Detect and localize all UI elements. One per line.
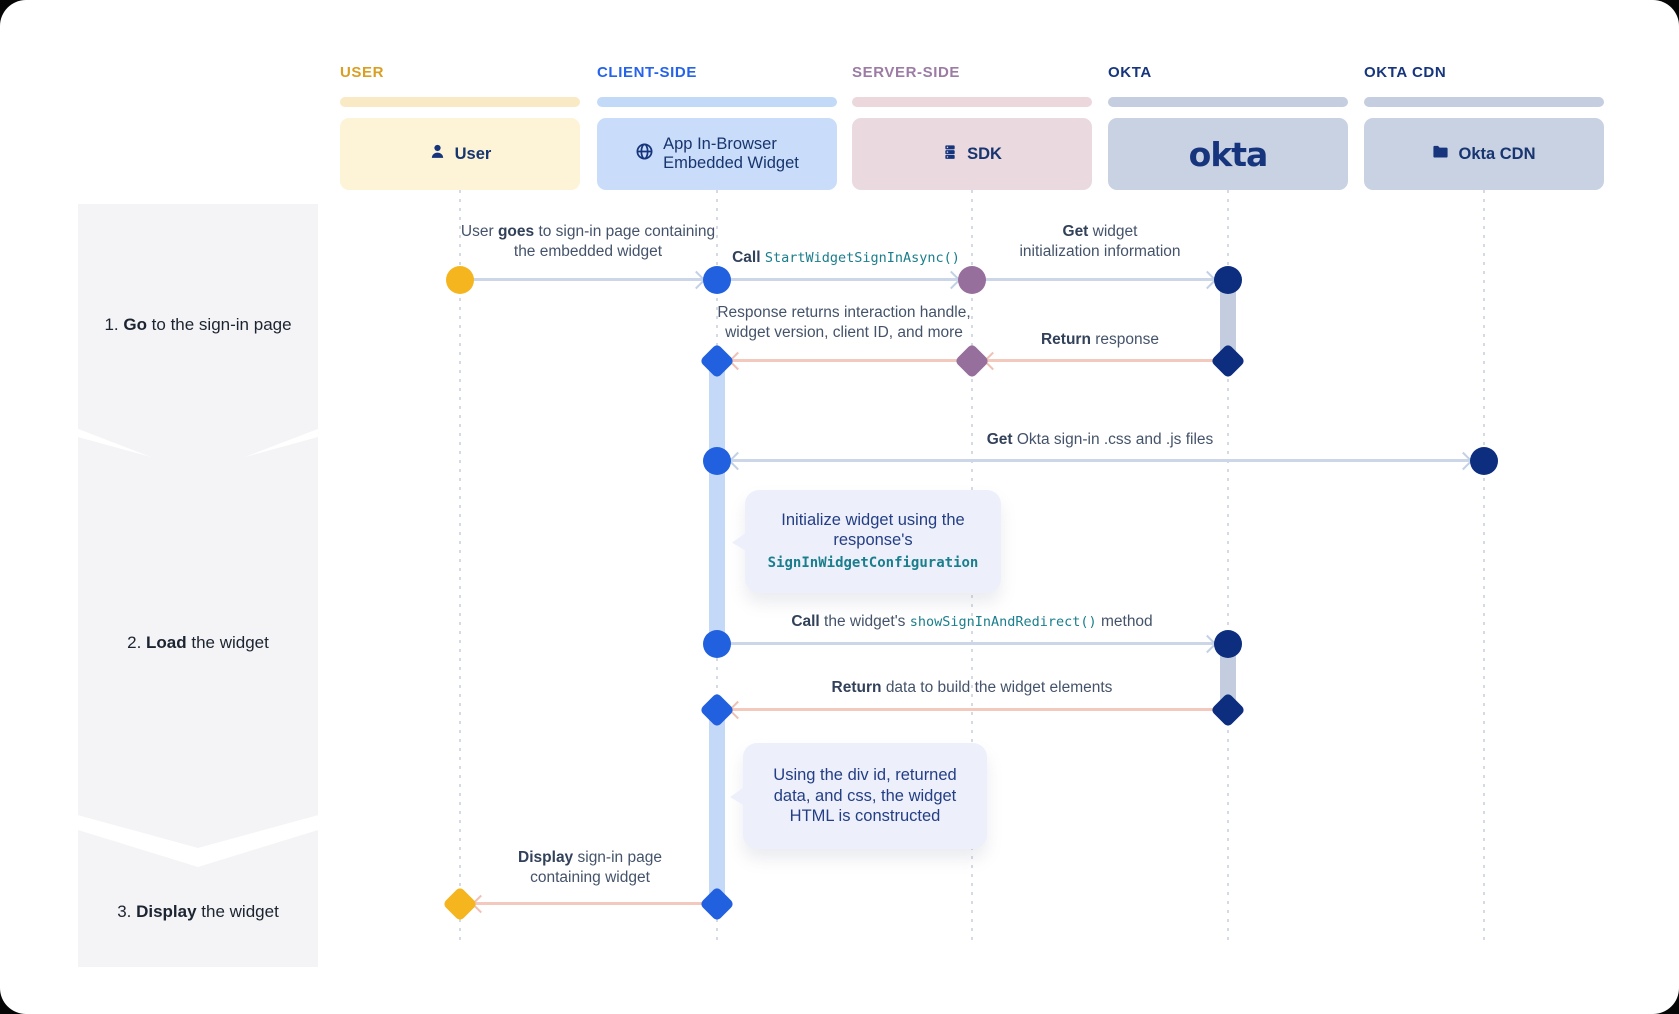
note-initialize-widget-text: Initialize widget using the response's	[781, 510, 965, 550]
actor-header-cdn: OKTA CDN	[1364, 64, 1447, 81]
actor-header-user: USER	[340, 64, 385, 81]
lifeline-cdn	[1483, 190, 1485, 940]
user-icon	[429, 143, 446, 165]
actor-header-okta: OKTA	[1108, 64, 1152, 81]
actor-track-cdn	[1364, 97, 1604, 107]
node-server-row2	[954, 343, 990, 379]
node-user-row6	[442, 886, 478, 922]
note-widget-html-constructed-text: Using the div id, returned data, and css…	[773, 766, 957, 826]
server-icon	[942, 144, 958, 165]
node-okta-row5	[1210, 692, 1246, 728]
step-1-go-to-sign-in-page: 1. Go to the sign-in page	[78, 204, 318, 475]
step-3-label: 3. Display the widget	[117, 901, 279, 921]
actor-box-cdn-label: Okta CDN	[1458, 144, 1536, 163]
actor-box-client-label: App In-Browser Embedded Widget	[663, 135, 799, 173]
msg-call-showsignin-label: Call the widget's showSignInAndRedirect(…	[791, 613, 1153, 630]
note-initialize-widget-code: SignInWidgetConfiguration	[767, 554, 979, 571]
arrow-client-to-user-display	[474, 902, 717, 905]
actor-box-user: User	[340, 118, 580, 190]
arrow-server-to-client-return	[731, 359, 972, 362]
msg-response-returns-label: Response returns interaction handle,widg…	[717, 304, 971, 341]
actor-track-user	[340, 97, 580, 107]
node-client-row1	[703, 266, 731, 294]
activation-okta-1	[1220, 280, 1236, 361]
actor-track-okta	[1108, 97, 1348, 107]
node-client-row2	[699, 343, 735, 379]
arrow-client-to-server	[717, 278, 958, 281]
node-okta-row4	[1214, 630, 1242, 658]
msg-call-startwidget-label: Call StartWidgetSignInAsync()	[732, 249, 960, 266]
actor-box-server-label: SDK	[967, 144, 1002, 163]
msg-get-init-label: Get widget initialization information	[1019, 223, 1181, 260]
actor-track-server	[852, 97, 1092, 107]
actor-track-client	[597, 97, 837, 107]
actor-header-client: CLIENT-SIDE	[597, 64, 697, 81]
actor-box-client-label-line2: Embedded Widget	[663, 154, 799, 172]
globe-icon	[635, 142, 654, 166]
note-initialize-widget: Initialize widget using the response's S…	[745, 490, 1001, 593]
arrow-user-to-client	[460, 278, 703, 281]
arrow-okta-to-server-return	[986, 359, 1228, 362]
msg-get-css-js-label: Get Okta sign-in .css and .js files	[986, 431, 1214, 448]
lifeline-user	[459, 190, 461, 940]
activation-okta-2	[1220, 644, 1236, 710]
msg-return-response-label: Return response	[1040, 331, 1160, 348]
node-okta-row2	[1210, 343, 1246, 379]
msg-user-goes-label: User goes to sign-in page containing the…	[460, 223, 716, 260]
arrow-client-cdn-bidirectional	[731, 459, 1470, 462]
step-1-label: 1. Go to the sign-in page	[104, 314, 292, 334]
node-user-row1	[446, 266, 474, 294]
step-2-load-the-widget: 2. Load the widget	[78, 437, 318, 848]
msg-return-data-label: Return data to build the widget elements	[831, 679, 1113, 696]
note-widget-html-constructed: Using the div id, returned data, and css…	[743, 743, 987, 849]
folder-icon	[1432, 143, 1449, 165]
msg-display-signin-label: Display sign-in page containing widget	[518, 849, 662, 886]
node-server-row1	[958, 266, 986, 294]
actor-box-client-label-line1: App In-Browser	[663, 135, 777, 153]
node-client-row6	[699, 886, 735, 922]
actor-box-user-label: User	[454, 144, 492, 163]
node-client-row4	[703, 630, 731, 658]
activation-client-2	[709, 710, 725, 904]
actor-box-server: SDK	[852, 118, 1092, 190]
arrow-okta-to-client-return-data	[731, 708, 1228, 711]
node-client-row3	[703, 447, 731, 475]
actor-header-server: SERVER-SIDE	[852, 64, 961, 81]
node-cdn-row3	[1470, 447, 1498, 475]
actor-box-cdn: Okta CDN	[1364, 118, 1604, 190]
okta-logo: okta	[1188, 134, 1269, 174]
step-3-display-the-widget: 3. Display the widget	[78, 830, 318, 967]
actor-box-okta: okta	[1108, 118, 1348, 190]
arrow-server-to-okta	[972, 278, 1214, 281]
node-client-row5	[699, 692, 735, 728]
node-okta-row1	[1214, 266, 1242, 294]
step-2-label: 2. Load the widget	[127, 632, 269, 652]
actor-box-client: App In-Browser Embedded Widget	[597, 118, 837, 190]
lifeline-okta	[1227, 190, 1229, 940]
arrow-client-to-okta-call	[717, 642, 1214, 645]
activation-client-1	[709, 361, 725, 644]
